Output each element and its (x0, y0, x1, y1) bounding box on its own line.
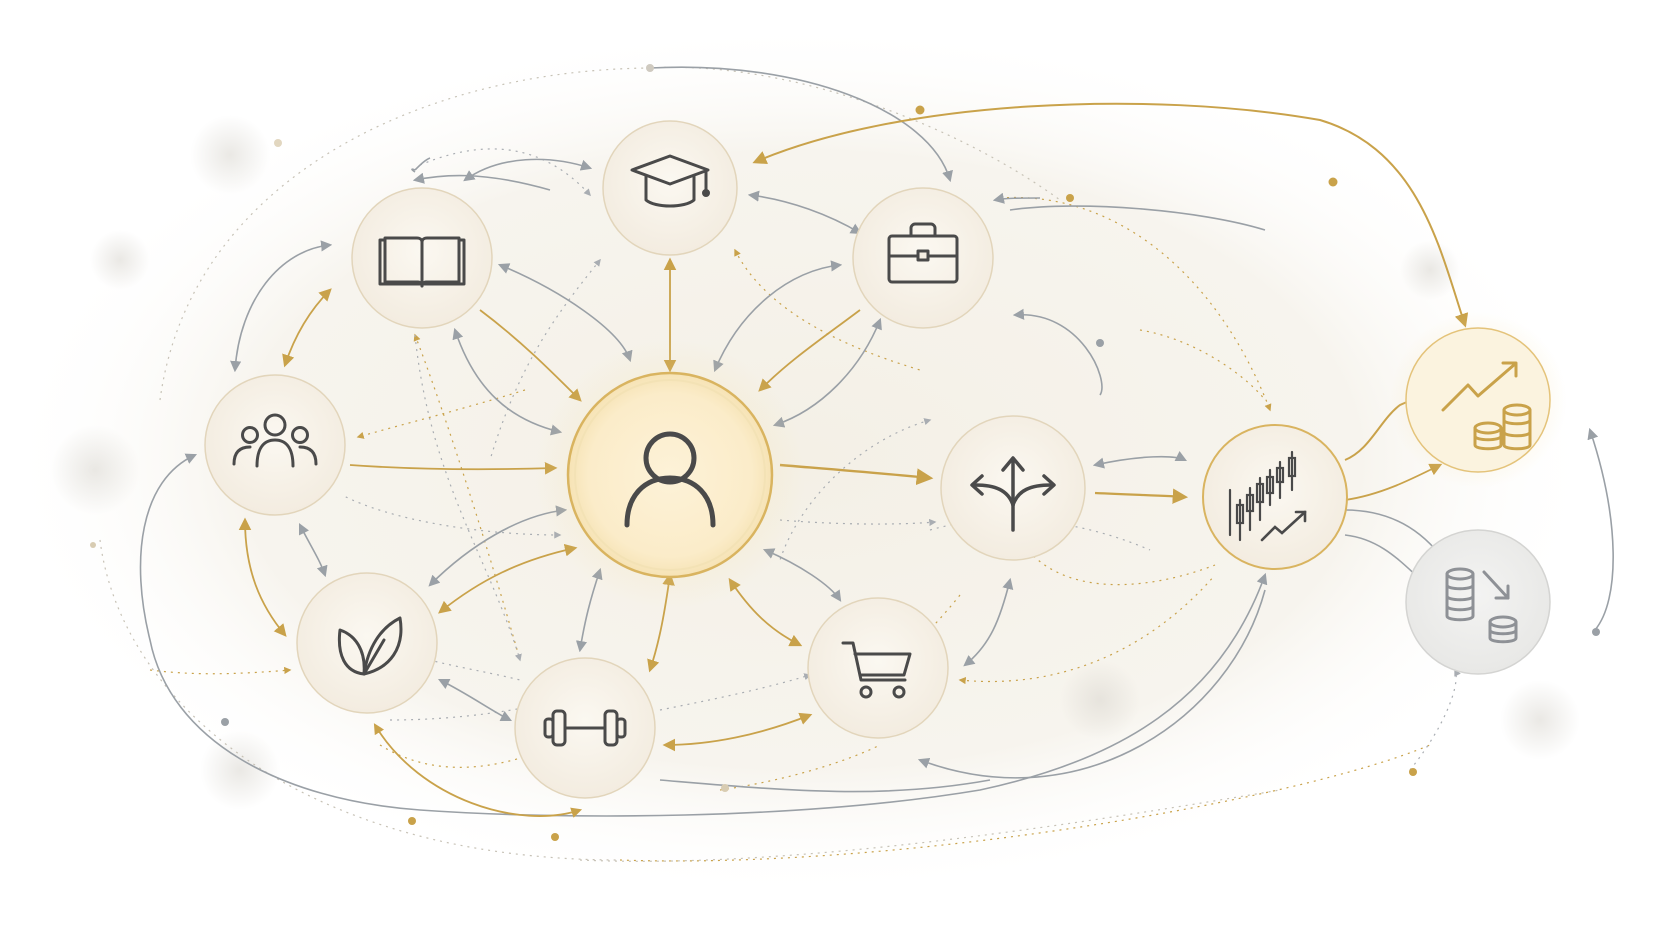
leaf-icon (337, 616, 403, 676)
coins-trend-down-icon (1445, 567, 1518, 644)
node-work[interactable] (852, 187, 994, 329)
junction-dots (90, 64, 1600, 841)
smudge (50, 425, 140, 515)
open-book-icon (378, 236, 466, 288)
node-loss[interactable] (1405, 529, 1551, 675)
branching-arrows-icon (970, 456, 1056, 532)
briefcase-icon (887, 222, 959, 284)
shopping-cart-icon (841, 641, 912, 699)
node-reading[interactable] (351, 187, 493, 329)
smudge (200, 730, 280, 810)
node-gain[interactable] (1390, 312, 1566, 488)
node-fitness[interactable] (514, 657, 656, 799)
node-market[interactable] (1200, 422, 1350, 572)
smudge (1500, 680, 1580, 760)
coins-trend-up-icon (1441, 361, 1532, 451)
node-decision[interactable] (940, 415, 1086, 561)
node-community[interactable] (204, 374, 346, 516)
node-wellness[interactable] (296, 572, 438, 714)
user-icon (624, 431, 716, 528)
smudge (1400, 240, 1460, 300)
candlestick-chart-icon (1228, 450, 1307, 542)
smudge (190, 115, 270, 195)
node-education[interactable] (602, 120, 738, 256)
node-shopping[interactable] (807, 597, 949, 739)
smudge (90, 230, 150, 290)
graduation-cap-icon (630, 154, 710, 208)
people-group-icon (232, 413, 318, 468)
dumbbell-icon (543, 709, 627, 747)
node-user[interactable] (535, 340, 805, 610)
smudge (1060, 660, 1140, 740)
